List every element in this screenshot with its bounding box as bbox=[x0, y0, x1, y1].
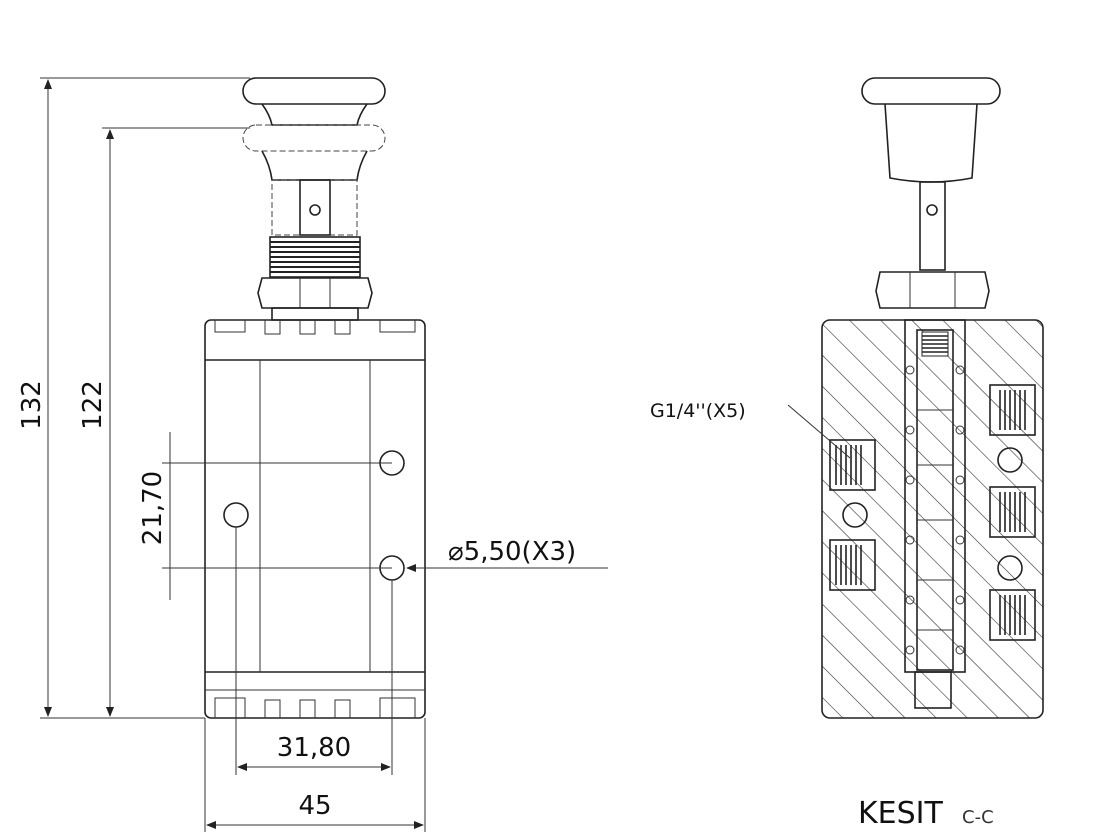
threaded-port bbox=[989, 384, 1036, 641]
dimension-21-70: 21,70 bbox=[138, 432, 392, 600]
hex-nut bbox=[257, 277, 373, 321]
dimension-122: 122 bbox=[78, 127, 250, 717]
section-title: KESIT bbox=[858, 796, 944, 831]
port-label: G1/4''(X5) bbox=[650, 400, 746, 422]
dim-21-70-label: 21,70 bbox=[138, 471, 168, 545]
dimension-31-80: 31,80 bbox=[235, 527, 393, 775]
section-view: G1/4''(X5) KESIT C-C bbox=[650, 77, 1044, 831]
dimension-132: 132 bbox=[17, 77, 250, 719]
port-leader-line bbox=[787, 404, 851, 459]
dimension-45: 45 bbox=[204, 718, 426, 832]
front-view: 132 122 21,70 ⌀5,50(X3) 31,80 45 bbox=[17, 77, 608, 832]
dim-diameter-label: ⌀5,50(X3) bbox=[448, 537, 576, 567]
valve-body bbox=[204, 319, 426, 719]
threaded-port bbox=[829, 439, 876, 591]
push-button-knob bbox=[242, 77, 386, 236]
section-subtitle: C-C bbox=[962, 807, 994, 828]
dim-45-label: 45 bbox=[298, 791, 331, 821]
section-knob bbox=[861, 77, 1001, 309]
section-body bbox=[821, 319, 1044, 719]
dim-122-label: 122 bbox=[78, 380, 108, 430]
mounting-hole bbox=[223, 502, 249, 528]
thread bbox=[269, 236, 361, 278]
dimension-hole-diameter: ⌀5,50(X3) bbox=[406, 537, 608, 572]
dim-132-label: 132 bbox=[17, 380, 47, 430]
dim-31-80-label: 31,80 bbox=[277, 733, 351, 763]
